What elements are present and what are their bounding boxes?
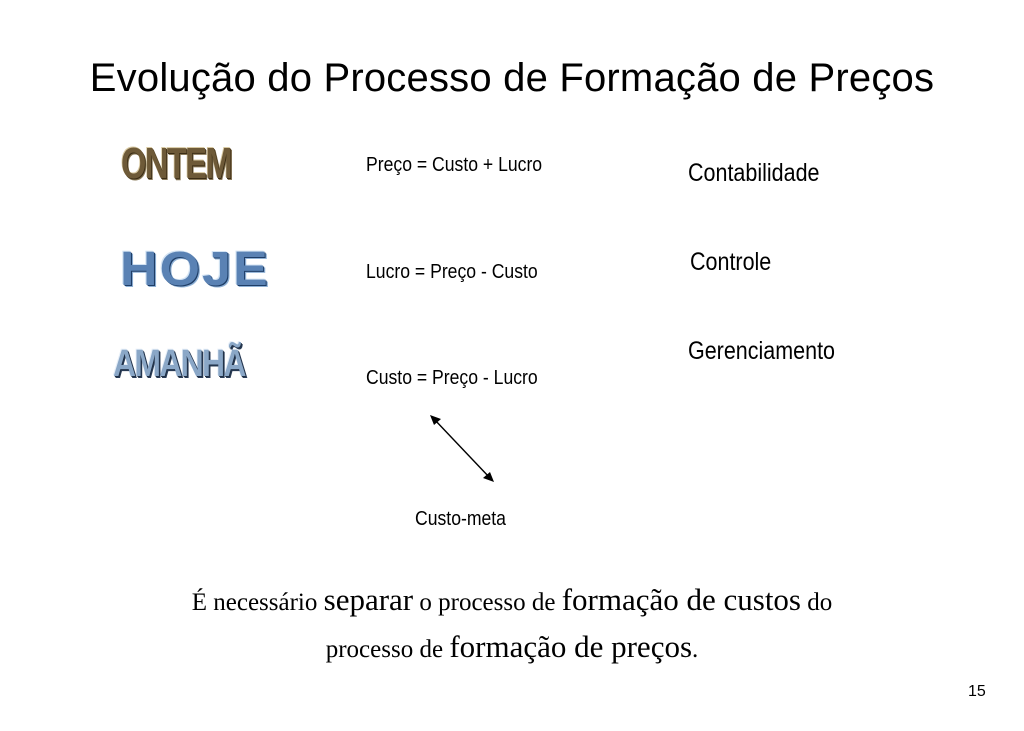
conclusion-emph-formacao-precos: formação de preços [449, 629, 693, 664]
conclusion-emph-formacao-custos: formação de custos [561, 582, 801, 617]
conclusion-part5: . [692, 636, 699, 663]
formula-amanha: Custo = Preço - Lucro [366, 367, 538, 389]
slide-title: Evolução do Processo de Formação de Preç… [89, 56, 935, 100]
period-amanha-wordart: AMANHÃ [113, 343, 246, 385]
double-arrow-icon [430, 415, 494, 482]
concept-gerenciamento: Gerenciamento [688, 337, 836, 365]
formula-hoje: Lucro = Preço - Custo [366, 261, 538, 283]
conclusion-part2: o processo de [413, 589, 562, 616]
concept-contabilidade: Contabilidade [688, 159, 820, 187]
concept-controle: Controle [690, 248, 772, 276]
conclusion-text: É necessário separar o processo de forma… [0, 578, 1024, 672]
formula-ontem: Preço = Custo + Lucro [366, 154, 543, 176]
conclusion-emph-separar: separar [323, 582, 414, 617]
conclusion-part1: É necessário [191, 589, 324, 616]
period-hoje-wordart: HOJE [120, 243, 270, 296]
conclusion-part4: processo de [325, 636, 450, 663]
target-cost-label: Custo-meta [415, 508, 506, 530]
period-ontem-wordart: ONTEM [121, 139, 233, 188]
page-number: 15 [968, 683, 986, 700]
conclusion-part3: do [801, 589, 833, 616]
